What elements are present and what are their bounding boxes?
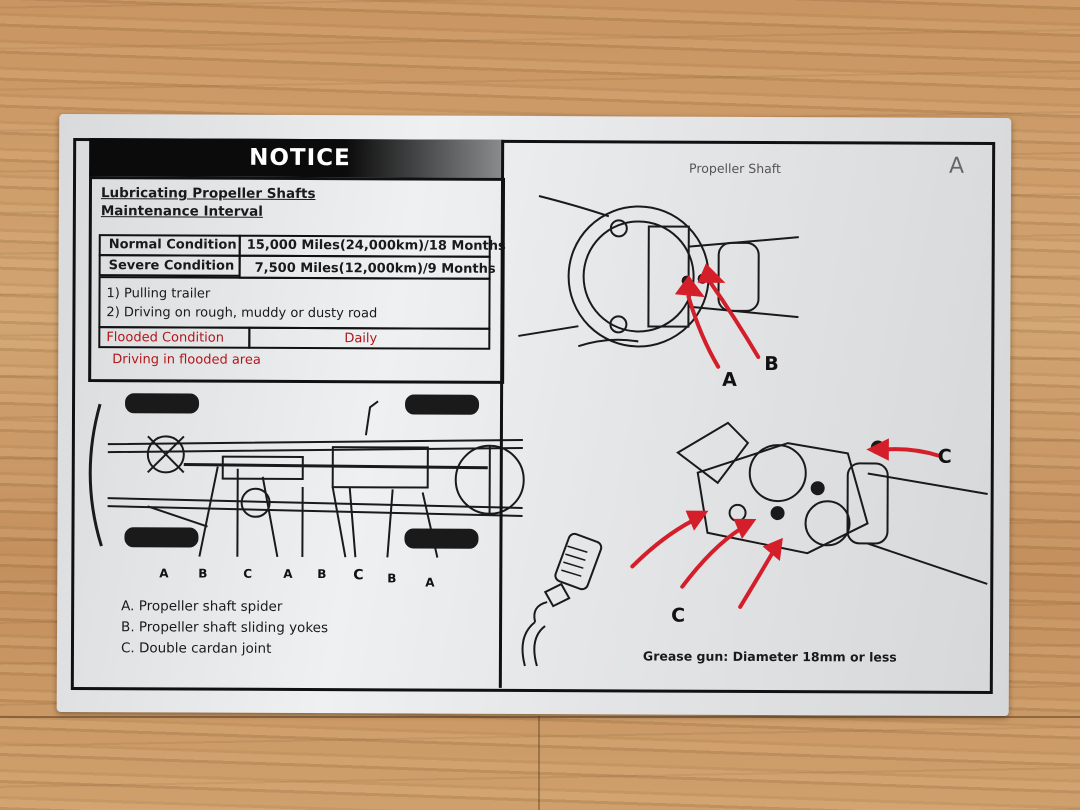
cardan-label-c-bottom: C: [671, 604, 686, 627]
chassis-label-a1: A: [159, 566, 169, 581]
normal-condition-label: Normal Condition: [108, 237, 237, 253]
chassis-label-a3: A: [425, 575, 435, 590]
chassis-label-b3: B: [387, 571, 397, 586]
chassis-diagram: [88, 393, 525, 558]
legend-a: A. Propeller shaft spider: [121, 598, 283, 615]
chassis-label-c1: C: [243, 566, 253, 581]
chassis-label-b1: B: [198, 566, 208, 581]
table-seam: [0, 716, 1080, 718]
chassis-label-a2: A: [283, 566, 293, 581]
grease-gun-icon: [521, 532, 603, 667]
severe-notes-cell: [98, 276, 491, 330]
severe-note-1: 1) Pulling trailer: [106, 286, 211, 302]
flooded-condition-value: Daily: [344, 331, 378, 347]
top-label-a: A: [722, 368, 737, 391]
spider-joint-illustration: [518, 195, 799, 348]
notice-heading-line2: Maintenance Interval: [100, 203, 263, 220]
legend-c: C. Double cardan joint: [120, 640, 272, 657]
chassis-label-b2: B: [317, 567, 327, 582]
notice-header: NOTICE: [89, 138, 504, 178]
grease-gun-note: Grease gun: Diameter 18mm or less: [642, 648, 897, 665]
notice-title: NOTICE: [249, 144, 351, 172]
panel-corner-letter: A: [949, 153, 965, 179]
maintenance-label-card: NOTICE Lubricating Propeller Shafts Main…: [56, 113, 1012, 717]
cardan-label-c-top: C: [937, 445, 952, 468]
grease-point-arrows-top: [674, 263, 761, 369]
normal-condition-value: 15,000 Miles(24,000km)/18 Months: [246, 237, 506, 254]
propeller-shaft-title: Propeller Shaft: [689, 160, 781, 177]
top-label-b: B: [764, 353, 779, 376]
severe-condition-value: 7,500 Miles(12,000km)/9 Months: [254, 260, 496, 277]
legend-b: B. Propeller shaft sliding yokes: [121, 619, 329, 637]
flooded-condition-note: Driving in flooded area: [112, 352, 261, 368]
flooded-condition-label: Flooded Condition: [106, 330, 225, 346]
table-seam-vertical: [538, 716, 540, 810]
severe-note-2: 2) Driving on rough, muddy or dusty road: [106, 305, 378, 322]
grease-point-arrows-cardan: [630, 438, 941, 609]
chassis-label-c2: C: [353, 567, 364, 584]
chassis-label-row: A B C A B C B A: [59, 114, 1011, 589]
notice-heading-line1: Lubricating Propeller Shafts: [100, 185, 316, 203]
severe-condition-label: Severe Condition: [108, 258, 235, 274]
